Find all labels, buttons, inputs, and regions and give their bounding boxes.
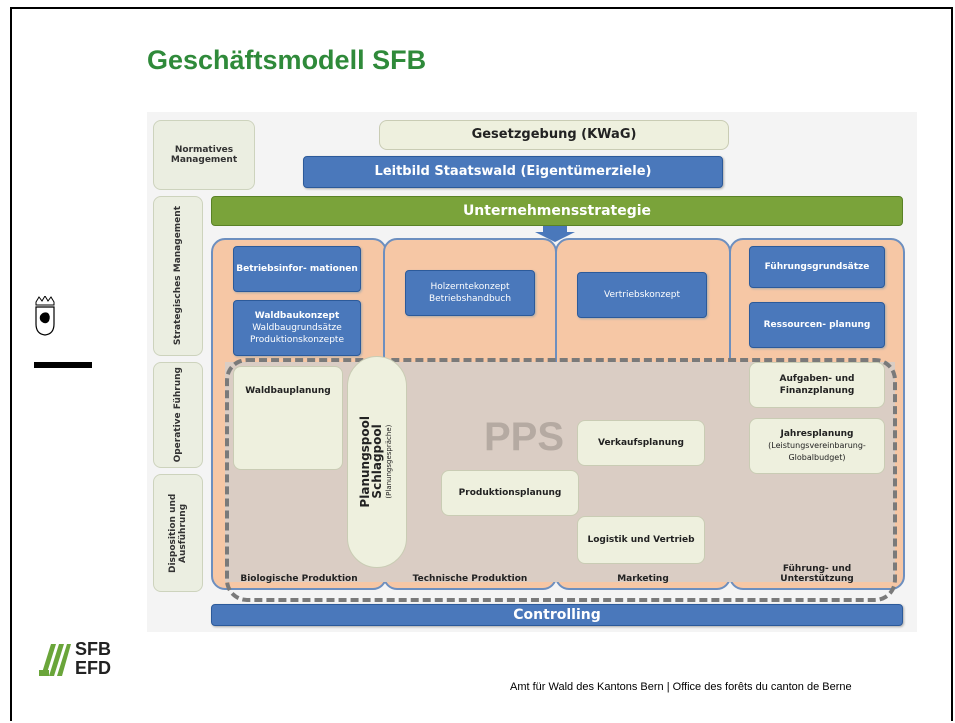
logo-line1: SFB — [75, 639, 111, 659]
jahresplanung-title: Jahresplanung — [780, 429, 854, 439]
label-strategisches-text: Strategisches Management — [173, 206, 183, 346]
fuehrungsgrundsaetze-box: Führungsgrundsätze — [749, 246, 885, 288]
slide-footer: Amt für Wald des Kantons Bern | Office d… — [510, 681, 852, 693]
down-arrow-icon — [535, 226, 575, 242]
verkaufsplanung-box: Verkaufsplanung — [577, 420, 705, 466]
sfb-logo-icon — [39, 644, 71, 676]
waldbaukonzept-sub: Waldbaugrundsätze Produktionskonzepte — [250, 323, 344, 345]
ressourcenplanung-box: Ressourcen- planung — [749, 302, 885, 348]
vertriebskonzept-box: Vertriebskonzept — [577, 272, 707, 318]
column-label-technisch: Technische Produktion — [412, 574, 528, 584]
jahresplanung-box: Jahresplanung (Leistungsvereinbarung- Gl… — [749, 418, 885, 474]
planungspool-text-group: Planungspool Schlagpool (Planungsgespräc… — [358, 416, 395, 508]
holzerntekonzept-box: Holzerntekonzept Betriebshandbuch — [405, 270, 535, 316]
aufgaben-finanzplanung-box: Aufgaben- und Finanzplanung — [749, 362, 885, 408]
planungsgespraeche-label: (Planungsgespräche) — [385, 425, 393, 499]
business-model-diagram: Normatives Management Strategisches Mana… — [147, 112, 917, 632]
slide-frame — [10, 7, 953, 721]
column-label-biologisch: Biologische Produktion — [240, 574, 358, 584]
sfb-logo: SFB EFD — [37, 640, 147, 680]
label-disposition-text: Disposition und Ausführung — [168, 493, 188, 573]
produktionsplanung-box: Produktionsplanung — [441, 470, 579, 516]
pps-dashed-border — [225, 358, 897, 602]
label-normatives-management: Normatives Management — [153, 120, 255, 190]
gesetzgebung-box: Gesetzgebung (KWaG) — [379, 120, 729, 150]
crest-divider — [34, 362, 92, 368]
controlling-bar: Controlling — [211, 604, 903, 626]
logo-line2: EFD — [75, 658, 111, 678]
pps-label: PPS — [483, 414, 565, 459]
column-label-fuehrung: Führung- und Unterstützung — [780, 564, 854, 584]
waldbauplanung-box: Waldbauplanung — [233, 366, 343, 470]
jahresplanung-sub: (Leistungsvereinbarung- Globalbudget) — [768, 441, 866, 462]
betriebsinformationen-box: Betriebsinfor- mationen — [233, 246, 361, 292]
label-strategisches-management: Strategisches Management — [153, 196, 203, 356]
bern-crest-icon — [35, 296, 55, 336]
waldbaukonzept-box: Waldbaukonzept Waldbaugrundsätze Produkt… — [233, 300, 361, 356]
planungspool-box: Planungspool Schlagpool (Planungsgespräc… — [347, 356, 407, 568]
label-disposition: Disposition und Ausführung — [153, 474, 203, 592]
unternehmensstrategie-bar: Unternehmensstrategie — [211, 196, 903, 226]
label-operative-text: Operative Führung — [173, 367, 183, 463]
column-label-marketing: Marketing — [617, 574, 669, 584]
label-operative-fuehrung: Operative Führung — [153, 362, 203, 468]
logistik-box: Logistik und Vertrieb — [577, 516, 705, 564]
waldbaukonzept-title: Waldbaukonzept — [254, 311, 340, 321]
schlagpool-label: Schlagpool — [370, 424, 384, 500]
leitbild-bar: Leitbild Staatswald (Eigentümerziele) — [303, 156, 723, 188]
slide-title: Geschäftsmodell SFB — [147, 45, 427, 75]
